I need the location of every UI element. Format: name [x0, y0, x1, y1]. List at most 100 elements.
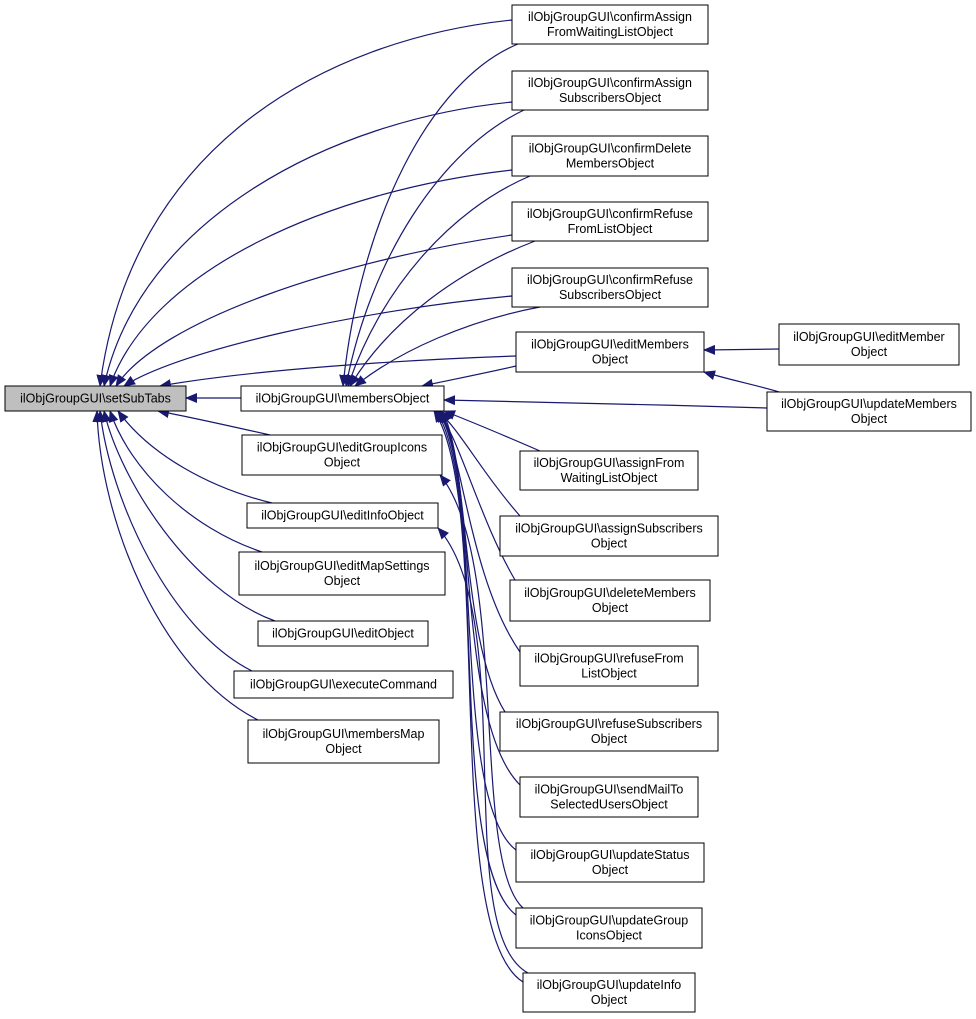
node-label: ilObjGroupGUI\confirmAssign: [528, 10, 692, 24]
node-confirmAssignSubscribersObject[interactable]: ilObjGroupGUI\confirmAssignSubscribersOb…: [511, 70, 709, 111]
node-box: [511, 4, 709, 45]
node-label: SelectedUsersObject: [550, 798, 668, 812]
node-label: Object: [325, 742, 362, 756]
node-label: Object: [591, 537, 628, 551]
edge-editInfoObject-to-setSubTabs: [117, 410, 273, 504]
node-box: [511, 135, 709, 177]
node-assignFromWaitingListObject[interactable]: ilObjGroupGUI\assignFromWaitingListObjec…: [519, 450, 699, 491]
node-label: ListObject: [581, 667, 637, 681]
node-label: ilObjGroupGUI\executeCommand: [250, 678, 437, 692]
node-label: Object: [324, 456, 361, 470]
node-label: Object: [324, 574, 361, 588]
node-confirmRefuseSubscribersObject[interactable]: ilObjGroupGUI\confirmRefuseSubscribersOb…: [511, 267, 709, 308]
node-box: [247, 719, 440, 764]
node-box: [4, 385, 187, 412]
node-label: ilObjGroupGUI\confirmRefuse: [527, 273, 693, 287]
edge-sendMailToSelectedUsersObject-to-membersObject: [439, 410, 521, 786]
edge-confirmRefuseFromListObject-to-setSubTabs: [115, 234, 513, 387]
node-label: ilObjGroupGUI\updateMembers: [781, 397, 957, 411]
edge-updateInfoObject-to-membersObject: [433, 410, 524, 983]
node-label: ilObjGroupGUI\assignSubscribers: [515, 522, 703, 536]
node-box: [519, 450, 699, 491]
node-editInfoObject[interactable]: ilObjGroupGUI\editInfoObject: [246, 502, 439, 529]
edge-confirmDeleteMembersObject-to-setSubTabs: [108, 169, 513, 387]
node-label: ilObjGroupGUI\assignFrom: [534, 456, 685, 470]
node-box: [240, 385, 445, 412]
node-box: [515, 331, 705, 373]
edge-confirmAssignFromWaitingListObject-to-membersObject: [339, 43, 519, 387]
node-box: [233, 670, 454, 699]
node-membersObject[interactable]: ilObjGroupGUI\membersObject: [240, 385, 445, 412]
node-label: ilObjGroupGUI\confirmDelete: [529, 142, 692, 156]
node-box: [515, 907, 703, 949]
edge-editMembersObject-to-membersObject: [421, 365, 517, 389]
node-label: MembersObject: [566, 157, 655, 171]
node-label: ilObjGroupGUI\updateStatus: [530, 848, 689, 862]
node-box: [511, 201, 709, 242]
node-box: [519, 645, 699, 687]
node-label: Object: [851, 345, 888, 359]
edge-editMemberObject-to-editMembersObject: [703, 344, 780, 355]
node-box: [766, 391, 972, 432]
edge-updateGroupIconsObject-to-membersObject: [435, 410, 517, 916]
node-box: [238, 551, 446, 596]
nodes-layer: ilObjGroupGUI\setSubTabs ilObjGroupGUI\me…: [4, 4, 972, 1013]
node-label: ilObjGroupGUI\editInfoObject: [261, 509, 424, 523]
edge-confirmRefuseSubscribersObject-to-membersObject: [354, 306, 541, 387]
node-label: Object: [591, 732, 628, 746]
node-confirmRefuseFromListObject[interactable]: ilObjGroupGUI\confirmRefuseFromListObjec…: [511, 201, 709, 242]
node-setSubTabs[interactable]: ilObjGroupGUI\setSubTabs: [4, 385, 187, 412]
node-sendMailToSelectedUsersObject[interactable]: ilObjGroupGUI\sendMailToSelectedUsersObj…: [519, 776, 699, 818]
node-label: FromWaitingListObject: [547, 25, 673, 39]
edge-confirmRefuseFromListObject-to-membersObject: [349, 240, 536, 387]
edge-confirmAssignSubscribersObject-to-setSubTabs: [101, 101, 513, 387]
node-box: [499, 711, 719, 752]
node-label: ilObjGroupGUI\updateInfo: [537, 978, 682, 992]
edge-confirmAssignFromWaitingListObject-to-setSubTabs: [96, 19, 513, 387]
node-label: ilObjGroupGUI\editMember: [793, 330, 944, 344]
node-editObject[interactable]: ilObjGroupGUI\editObject: [257, 620, 429, 647]
edge-refuseSubscribersObject-to-membersObject: [441, 410, 506, 713]
node-label: ilObjGroupGUI\deleteMembers: [524, 586, 696, 600]
edge-confirmRefuseSubscribersObject-to-setSubTabs: [123, 295, 513, 387]
node-label: SubscribersObject: [559, 91, 662, 105]
node-box: [241, 434, 443, 476]
node-label: ilObjGroupGUI\setSubTabs: [20, 392, 171, 406]
edge-updateGroupIconsObject-to-editGroupIconsObject: [439, 474, 524, 909]
node-box: [246, 502, 439, 529]
node-label: Object: [591, 993, 628, 1007]
edge-membersMapObject-to-setSubTabs: [92, 410, 259, 721]
node-label: ilObjGroupGUI\confirmRefuse: [527, 207, 693, 221]
node-label: ilObjGroupGUI\editMembers: [531, 338, 689, 352]
edge-updateInfoObject-to-editInfoObject: [437, 527, 529, 974]
edge-editGroupIconsObject-to-setSubTabs: [157, 408, 271, 436]
node-label: Object: [851, 412, 888, 426]
node-label: ilObjGroupGUI\editObject: [272, 627, 414, 641]
node-executeCommand[interactable]: ilObjGroupGUI\executeCommand: [233, 670, 454, 699]
node-box: [515, 842, 705, 883]
node-label: ilObjGroupGUI\refuseSubscribers: [516, 717, 702, 731]
node-label: ilObjGroupGUI\editMapSettings: [254, 559, 429, 573]
edge-executeCommand-to-setSubTabs: [96, 410, 253, 672]
edge-updateMembersObject-to-editMembersObject: [703, 370, 780, 393]
edge-assignSubscribersObject-to-membersObject: [437, 410, 521, 517]
node-label: Object: [592, 353, 629, 367]
node-confirmAssignFromWaitingListObject[interactable]: ilObjGroupGUI\confirmAssignFromWaitingLi…: [511, 4, 709, 45]
node-label: ilObjGroupGUI\refuseFrom: [534, 652, 683, 666]
node-box: [519, 776, 699, 818]
